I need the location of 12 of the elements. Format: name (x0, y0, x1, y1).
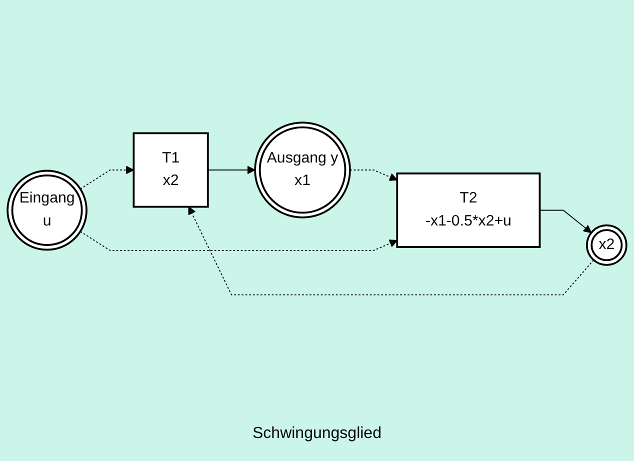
arrow (207, 166, 256, 174)
node-circle: Ausgang y x1 (254, 121, 351, 218)
arrow (350, 169, 398, 181)
node-circle: Eingang u (6, 170, 88, 250)
arrow (80, 166, 134, 190)
node-circle: x2 (586, 224, 628, 266)
node-box: T2 -x1-0.5*x2+u (396, 172, 541, 248)
arrow (539, 210, 592, 233)
arrow (188, 206, 594, 296)
node-box: T1 x2 (132, 132, 209, 208)
diagram-caption: Schwingungsglied (252, 424, 382, 444)
arrow (80, 230, 398, 251)
